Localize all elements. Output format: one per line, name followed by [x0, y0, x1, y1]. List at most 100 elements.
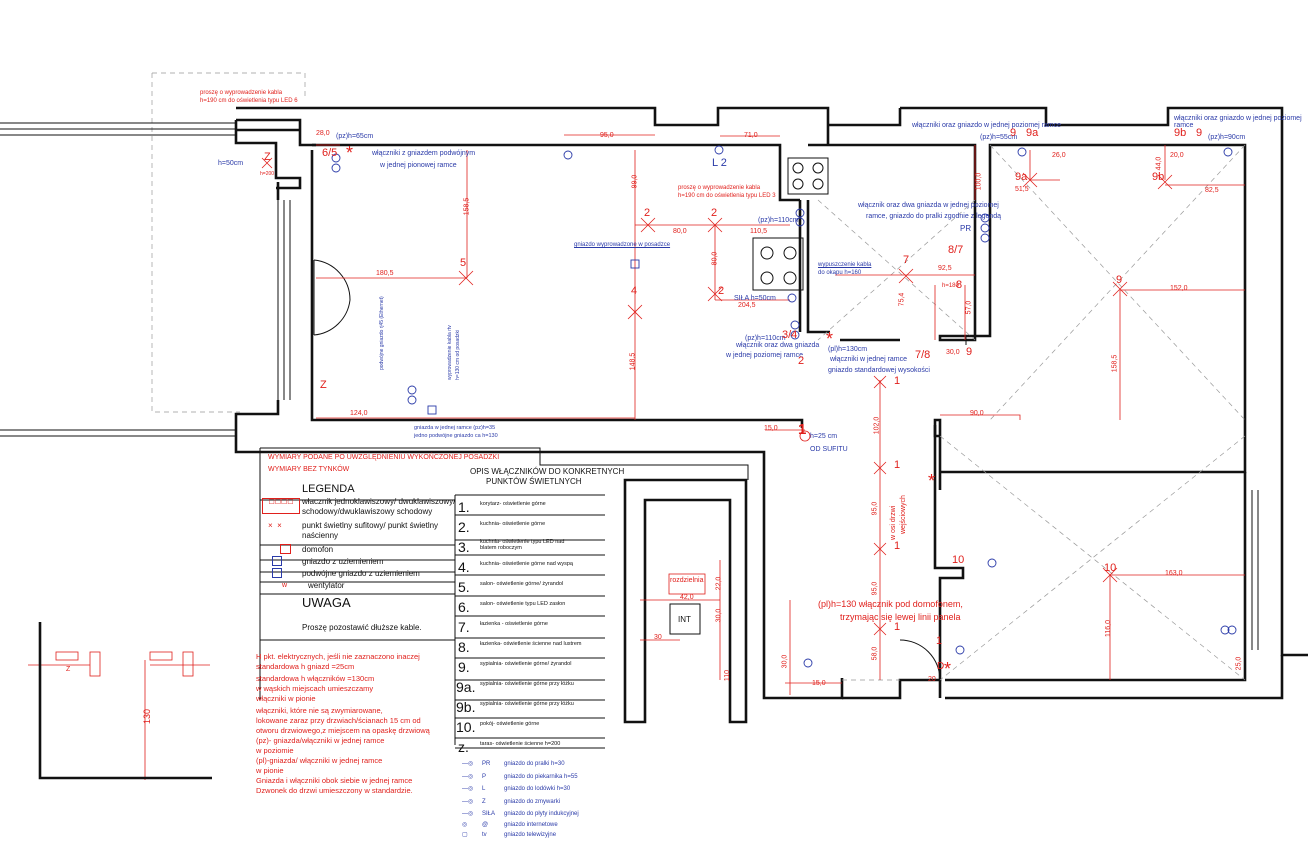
- sw-label: 9b: [1152, 171, 1165, 183]
- asterisk-icon: *: [826, 329, 834, 349]
- double-socket-icon: [272, 568, 282, 578]
- sw-label: 6/5: [322, 147, 338, 159]
- dim: 28,0: [316, 130, 330, 137]
- corridor-room: [623, 478, 748, 724]
- note-switch-tr2: włączniki oraz gniazdo w jednej poziomej…: [1174, 115, 1302, 129]
- legend-warn-title: UWAGA: [302, 595, 351, 610]
- legend-item: wentylator: [308, 581, 345, 590]
- dim: 25,0: [1235, 656, 1243, 671]
- dim: 158,5: [1111, 354, 1119, 373]
- note-tv-vert2: wyprowadzenie kabla rtv: [447, 325, 453, 380]
- socket-icon: [272, 556, 282, 566]
- walls: [234, 106, 1308, 700]
- label-h180: h=180: [942, 283, 959, 289]
- dim: 95,0: [871, 581, 879, 596]
- header-line1: WYMIARY PODANE PO UWZGLĘDNIENIU WYKOŃCZO…: [268, 454, 500, 461]
- note-kitchen-sw: włącznik oraz dwa gniazda: [736, 342, 820, 349]
- asterisk-icon: *: [346, 143, 354, 163]
- note-cable-outlet: wypuszczenie kabla: [818, 262, 872, 268]
- dim: 148,5: [629, 352, 637, 371]
- sw-label: 4: [631, 285, 638, 297]
- note-floor-socket: gniazdo wyprowadzone w posadzce: [574, 242, 671, 248]
- sw-label: 5: [460, 257, 467, 269]
- note-tv-vert1: podwójne gniazdo rj45 (Ethernet): [379, 296, 385, 370]
- sw-label: 9: [966, 346, 973, 358]
- sw-label: 2: [798, 355, 805, 367]
- detail-elevation: [38, 622, 212, 780]
- label-pz-h65: (pz)h=65cm: [336, 133, 374, 140]
- label-axis: w osi drzwi: [890, 505, 897, 540]
- label-h200: h=200: [260, 171, 275, 177]
- note-line: w pionie: [256, 766, 284, 775]
- sw-label: 3/4: [782, 329, 798, 341]
- room-diagonals: [817, 144, 1246, 681]
- note-cable-mid: proszę o wyprowadzenie kabla: [678, 185, 761, 191]
- note-line: włączniki, które nie są zwymiarowane,: [256, 706, 383, 715]
- dim: 95,0: [871, 501, 879, 516]
- switch-table-title1: OPIS WŁĄCZNIKÓW DO KONKRETNYCH: [470, 467, 625, 476]
- sw-label: 10: [952, 554, 965, 566]
- sw-label: 9: [1116, 274, 1123, 286]
- fan-icon: w: [282, 582, 288, 589]
- label-sila: SIŁA h=50cm: [734, 295, 776, 302]
- red-notes: H pkt. elektrycznych, jeśli nie zaznaczo…: [256, 652, 430, 796]
- note-cable-outlet2: do okapu h=160: [818, 270, 862, 276]
- note-line: standardowa h gniazd =25cm: [256, 662, 355, 671]
- label-ceiling: OD SUFITU: [810, 446, 848, 453]
- sw-label: L 2: [712, 157, 727, 169]
- dim: 80,0: [711, 251, 719, 266]
- sw-label: 8/7: [948, 244, 964, 256]
- sw-label: 7: [903, 254, 910, 266]
- note-line: lokowane zaraz przy drzwiach/ścianach 15…: [256, 716, 421, 725]
- sw-label: 2: [644, 207, 651, 219]
- sw-label: Z: [320, 379, 327, 391]
- label-pz-h110: (pz)h=110cm: [758, 217, 799, 224]
- note-intercom: (pl)h=130 włącznik pod domofonem,: [818, 599, 963, 609]
- dim: 158,5: [463, 197, 471, 216]
- dim: 30,0: [715, 608, 723, 623]
- sw-label: 7/8: [915, 349, 931, 361]
- dim: 51,5: [1015, 186, 1029, 193]
- dim: 44,0: [1155, 156, 1163, 171]
- note-line: w poziomie: [256, 746, 294, 755]
- dim: 20: [928, 676, 936, 683]
- note-cable-top2: h=190 cm do oświetlenia typu LED 6: [200, 98, 298, 104]
- note-cable-mid2: h=190 cm do oświetlenia typu LED 3: [678, 193, 776, 199]
- kitchen-appliances: [752, 157, 829, 291]
- dim: 71,0: [744, 132, 758, 139]
- dim: 15,0: [764, 425, 778, 432]
- legend-item: punkt świetlny sufitowy/ punkt świetlny: [302, 521, 439, 530]
- sw-label: 8: [956, 279, 963, 291]
- sw-label: 2: [718, 285, 725, 297]
- dim: 110: [724, 669, 732, 682]
- sw-label: 9: [1010, 127, 1017, 139]
- dim: 124,0: [350, 410, 368, 417]
- dim: 22,0: [715, 576, 723, 591]
- dim: 95,0: [600, 132, 614, 139]
- sw-label: 1: [894, 375, 901, 387]
- dim: 116,0: [1105, 620, 1112, 637]
- legend-item: domofon: [302, 545, 334, 554]
- sw-label: 9b: [1174, 127, 1187, 139]
- sw-label: 9a: [1026, 127, 1039, 139]
- legend-title: LEGENDA: [302, 483, 355, 495]
- note-line: włączniki w pionie: [256, 694, 316, 703]
- note-switch-tr: włączniki oraz gniazdo w jednej poziomej…: [912, 122, 1062, 129]
- note-line: otworu drzwiowego,z miejscem na opaskę d…: [256, 726, 430, 735]
- label-axis2: wejściowych: [900, 495, 907, 534]
- sw-label: 9: [1196, 127, 1203, 139]
- dim: 30,0: [946, 349, 960, 356]
- note-tv: gniazda w jednej ramce (pz)h=35: [414, 425, 496, 431]
- legend-item: włacznik jednoklawiszowy/ dwuklawiszowy/: [302, 497, 456, 506]
- dim: 26,0: [1052, 152, 1066, 159]
- note-switches-vertical2: w jednej pionowej ramce: [380, 162, 457, 169]
- note-tv2: jedno podwójne gniazdo ca h=130: [414, 433, 498, 439]
- dim: 80,0: [673, 228, 687, 235]
